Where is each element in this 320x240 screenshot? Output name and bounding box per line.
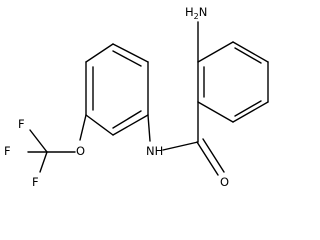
carbonyl-oxygen-label: O: [220, 175, 229, 189]
bond-carbonyl-double-a: [196, 141, 219, 176]
bond-carbonyl-double-b: [202, 138, 225, 173]
bond-cf3-f1: [29, 129, 48, 153]
double-bond-r1-r2: [234, 47, 262, 64]
bond-r3-r4: [232, 101, 269, 123]
amine-label: H2N: [185, 5, 207, 21]
structure-canvas: H2N O NH O F F: [4, 5, 269, 189]
bond-l6-l1: [85, 43, 114, 63]
bond-r1-r2: [232, 41, 269, 63]
bond-cf3-f3: [39, 151, 48, 173]
fluorine-1-label: F: [18, 117, 25, 131]
bond-carbonyl-nh: [162, 141, 199, 151]
double-bond-r3-r4: [234, 100, 262, 117]
bond-l1-l2: [112, 43, 149, 63]
fluorine-2-label: F: [4, 144, 11, 158]
double-bond-l1-l2: [112, 50, 142, 67]
right-benzene-ring: [197, 41, 269, 123]
left-benzene-ring: [85, 43, 149, 136]
bond-l3-l4: [112, 114, 149, 136]
amide-nh-label: NH: [146, 144, 163, 158]
bond-l4-l5: [85, 114, 114, 136]
bond-r6-r1: [197, 41, 234, 63]
bond-ring-ether-o: [79, 114, 87, 141]
bond-r4-r5: [197, 101, 234, 123]
bond-nh-left-ring: [147, 114, 151, 142]
ether-oxygen-label: O: [76, 144, 85, 158]
molecule-diagram: H2N O NH O F F: [4, 5, 269, 189]
double-bond-l3-l4: [112, 110, 142, 129]
fluorine-3-label: F: [32, 175, 39, 189]
